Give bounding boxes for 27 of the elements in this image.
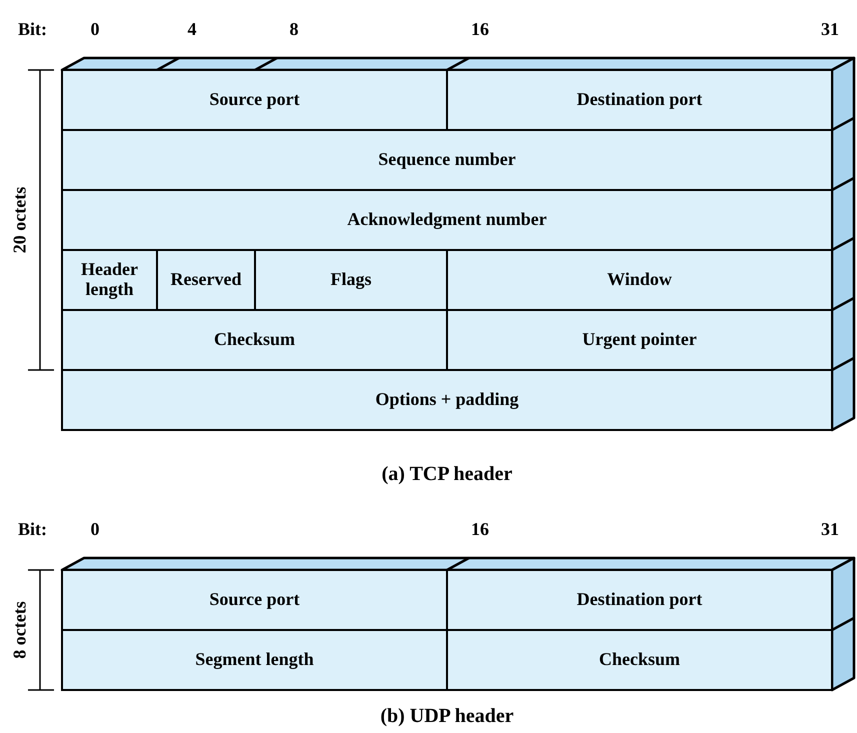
bit-label: Bit: [18, 18, 47, 41]
header-field: Options + padding [61, 369, 833, 431]
bit-number: 8 [290, 18, 298, 41]
header-field: Source port [61, 569, 448, 631]
bit-label: Bit: [18, 518, 47, 541]
header-field: Checksum [446, 629, 833, 691]
bit-number: 0 [90, 18, 100, 41]
header-field: Acknowledgment number [61, 189, 833, 251]
bit-number: 0 [90, 518, 100, 541]
header-field: Destination port [446, 69, 833, 131]
bit-number: 31 [821, 18, 839, 41]
header-field: Checksum [61, 309, 448, 371]
header-field: Sequence number [61, 129, 833, 191]
bit-number: 31 [821, 518, 839, 541]
header-field: Flags [254, 249, 448, 311]
header-field: Urgent pointer [446, 309, 833, 371]
header-field: Header length [61, 249, 158, 311]
bit-number: 4 [188, 18, 196, 41]
header-field: Reserved [156, 249, 256, 311]
figure-caption: (b) UDP header [380, 704, 514, 728]
header-field: Segment length [61, 629, 448, 691]
figure-caption: (a) TCP header [382, 462, 512, 486]
header-field: Source port [61, 69, 448, 131]
bit-number: 16 [471, 18, 489, 41]
header-field: Window [446, 249, 833, 311]
bit-number: 16 [471, 518, 489, 541]
header-field: Destination port [446, 569, 833, 631]
